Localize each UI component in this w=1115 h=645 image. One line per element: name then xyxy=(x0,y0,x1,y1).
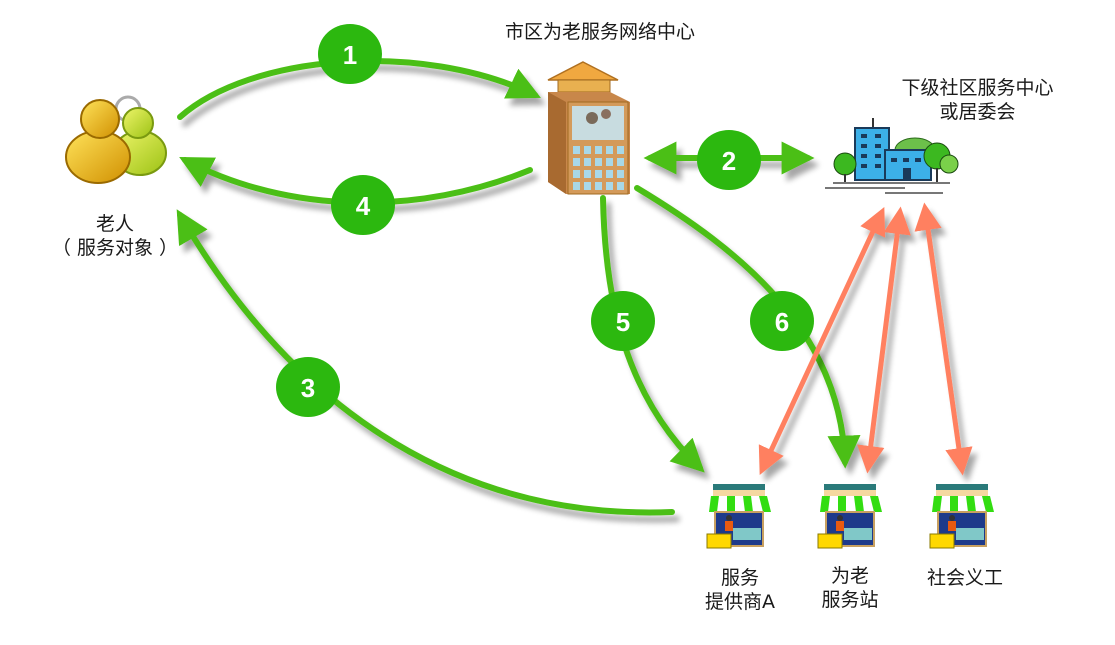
center-title-text: 市区为老服务网络中心 xyxy=(504,21,695,43)
office-tower-icon xyxy=(547,61,630,195)
community-label-line1: 下级社区服务中心 xyxy=(901,77,1054,99)
svg-text:2: 2 xyxy=(722,146,736,176)
volunteers-label-line1: 社会义工 xyxy=(926,567,1003,589)
elderly-label-line1: 老人 xyxy=(95,213,134,235)
step-badge-3: 3 xyxy=(276,357,340,417)
provider-a-label: 服务 提供商A xyxy=(685,566,795,614)
service-station-label-line2: 服务站 xyxy=(821,589,879,611)
center-title: 市区为老服务网络中心 xyxy=(470,20,730,44)
provider-a-label-line1: 服务 xyxy=(720,567,759,589)
step-badge-1: 1 xyxy=(318,24,382,84)
svg-text:3: 3 xyxy=(301,373,315,403)
link-community-volunteers xyxy=(914,202,973,476)
svg-text:4: 4 xyxy=(356,191,371,221)
elderly-label-line2: （ 服务对象 ） xyxy=(51,237,179,259)
service-station-label: 为老 服务站 xyxy=(800,564,900,612)
step-badge-6: 6 xyxy=(750,291,814,351)
shop-icon xyxy=(929,484,994,549)
service-station-label-line1: 为老 xyxy=(830,565,869,587)
community-label-line2: 或居委会 xyxy=(939,101,1016,123)
community-building-icon xyxy=(825,118,959,194)
people-icon xyxy=(65,95,167,184)
step-badges: 1 2 3 4 5 6 xyxy=(276,24,814,417)
volunteers-label: 社会义工 xyxy=(905,566,1025,590)
step-badge-5: 5 xyxy=(591,291,655,351)
provider-a-label-line2: 提供商A xyxy=(705,591,775,613)
flow-arrows xyxy=(176,58,861,516)
step-badge-4: 4 xyxy=(331,175,395,235)
flow-arrow-3 xyxy=(176,209,675,516)
step-badge-2: 2 xyxy=(697,130,761,190)
shop-icon xyxy=(817,484,882,549)
flow-arrow-6 xyxy=(634,185,861,469)
community-links xyxy=(758,202,973,476)
svg-text:6: 6 xyxy=(775,307,789,337)
link-community-service-station xyxy=(857,206,911,474)
svg-text:1: 1 xyxy=(343,40,357,70)
svg-text:5: 5 xyxy=(616,307,630,337)
community-label: 下级社区服务中心 或居委会 xyxy=(865,76,1090,124)
shop-icon xyxy=(706,484,771,549)
elderly-label: 老人 （ 服务对象 ） xyxy=(40,212,190,260)
